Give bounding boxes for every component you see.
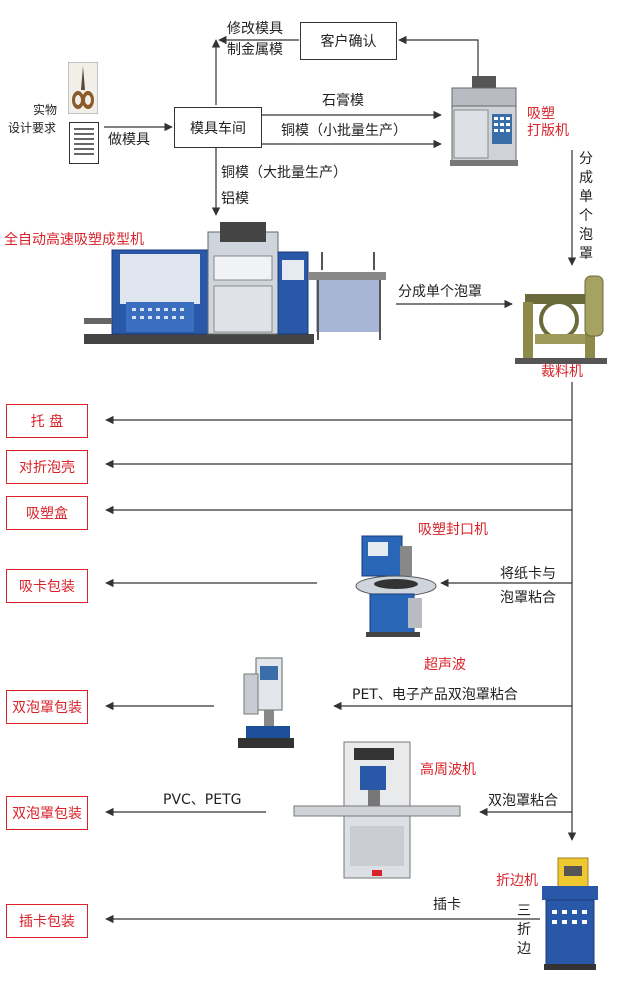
pvc-petg-label: PVC、PETG — [163, 792, 242, 808]
make-mold-label: 做模具 — [108, 132, 150, 148]
sheet-metal-mold-label: 制金属模 — [227, 42, 283, 58]
cutting-machine-image — [515, 275, 607, 364]
three-fold-label: 三折边 — [517, 903, 531, 957]
ultrasonic-label: 超声波 — [424, 657, 466, 673]
product-double-blister-1: 双泡罩包装 — [6, 690, 88, 724]
sealing-machine-image — [355, 535, 437, 637]
product-blister-card: 吸卡包装 — [6, 569, 88, 603]
product-double-blister-2: 双泡罩包装 — [6, 796, 88, 830]
ultrasonic-machine-image — [238, 657, 294, 748]
split-single-label: 分成单个泡罩 — [398, 284, 482, 300]
copper-large-label: 铜模（大批量生产） — [221, 165, 347, 181]
product-tray: 托 盘 — [6, 404, 88, 438]
design-document-icon — [69, 122, 99, 164]
stick-card-label-1: 将纸卡与 — [500, 566, 556, 582]
copper-small-label: 铜模（小批量生产） — [281, 123, 407, 139]
mold-workshop-box: 模具车间 — [174, 107, 262, 148]
proof-machine-label-1: 吸塑打版机 — [527, 106, 569, 139]
product-clamshell: 对折泡壳 — [6, 450, 88, 484]
pet-bond-label: PET、电子产品双泡罩粘合 — [352, 687, 518, 703]
scissors-sample-icon — [68, 62, 98, 114]
product-insert-card: 插卡包装 — [6, 904, 88, 938]
folding-machine-label: 折边机 — [496, 873, 538, 889]
customer-confirm-box: 客户确认 — [300, 22, 397, 60]
high-freq-machine-image — [293, 741, 461, 879]
aluminum-mold-label: 铝模 — [221, 191, 249, 207]
plaster-mold-label: 石膏模 — [322, 93, 364, 109]
split-vertical-label: 分成单个泡罩 — [579, 151, 593, 262]
product-blister-box: 吸塑盒 — [6, 496, 88, 530]
folding-machine-image — [542, 857, 598, 970]
proof-machine-image — [450, 76, 518, 166]
modify-mold-label: 修改模具 — [227, 21, 283, 37]
source-label-1: 实物 — [33, 103, 58, 117]
stick-card-label-2: 泡罩粘合 — [500, 590, 556, 606]
arrow-proof-to-confirm — [398, 35, 479, 82]
auto-forming-label: 全自动高速吸塑成型机 — [4, 232, 144, 248]
source-label-2: 设计要求 — [8, 121, 57, 135]
double-bond-label: 双泡罩粘合 — [488, 793, 558, 809]
high-freq-label: 高周波机 — [420, 762, 476, 778]
cutting-machine-label: 裁料机 — [541, 364, 583, 380]
insert-card-label: 插卡 — [433, 897, 461, 913]
sealing-machine-label: 吸塑封口机 — [418, 522, 488, 538]
auto-forming-machine-image — [84, 222, 386, 344]
